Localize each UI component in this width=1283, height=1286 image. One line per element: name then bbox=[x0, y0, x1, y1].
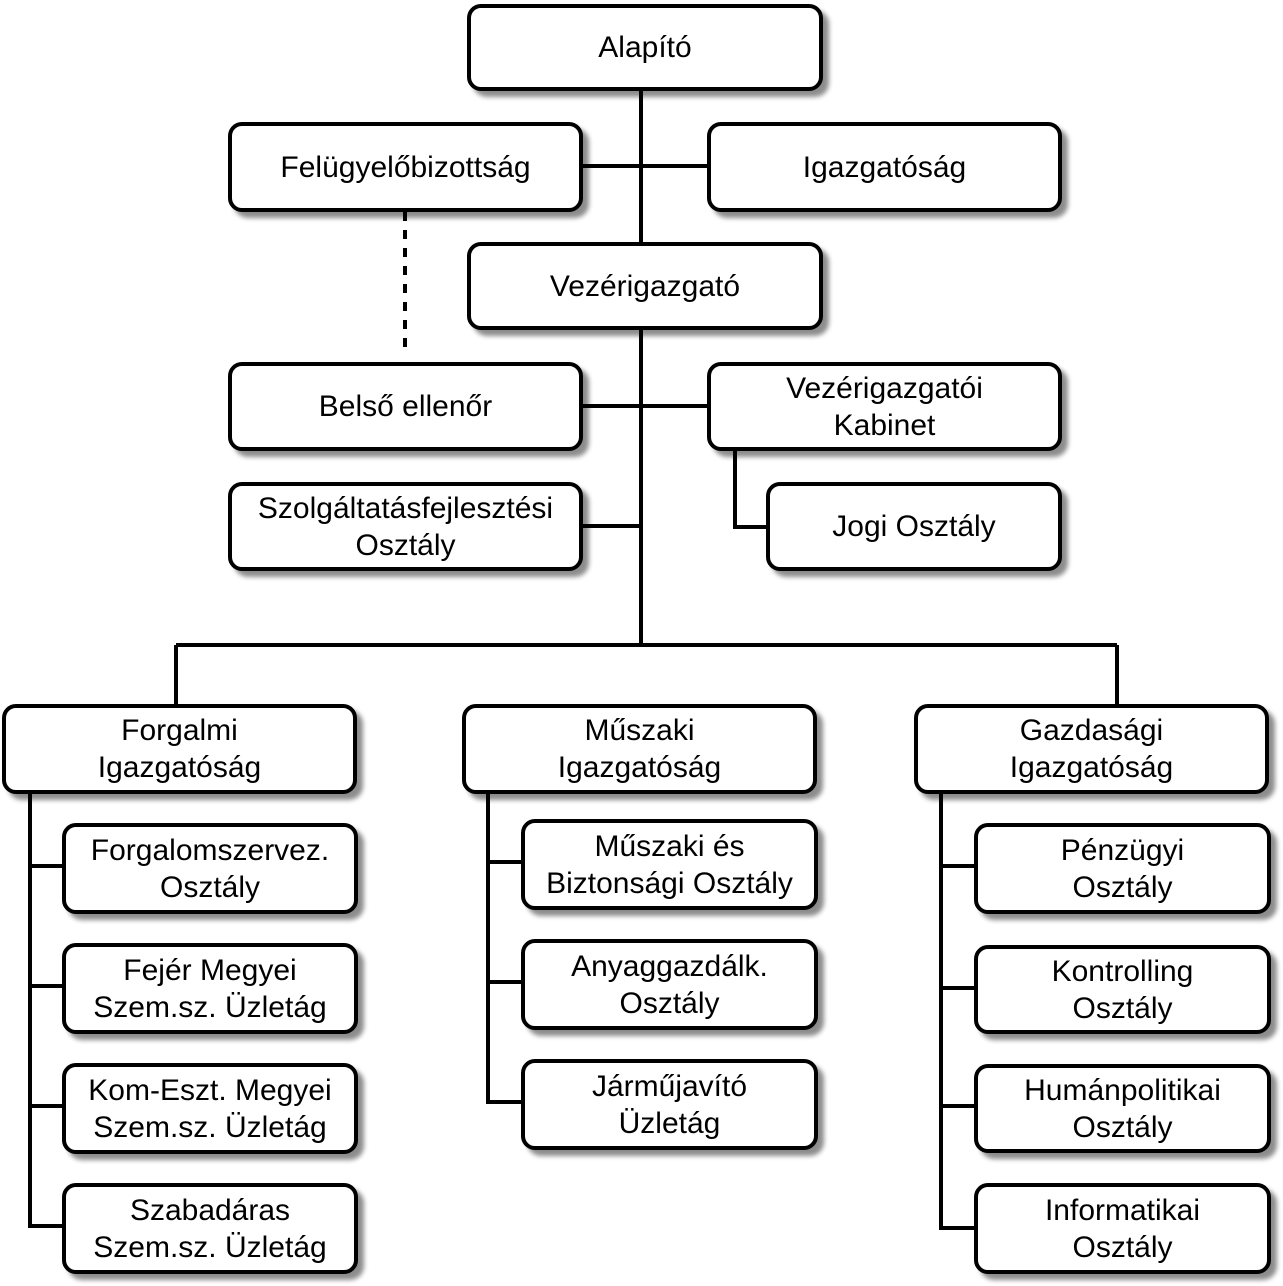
node-vezerigazgato[interactable]: Vezérigazgató bbox=[467, 242, 823, 330]
node-belso-ellenor[interactable]: Belső ellenőr bbox=[228, 362, 583, 451]
node-penzugyi-osztaly-line1: Pénzügyi bbox=[1060, 833, 1185, 867]
node-jogi-osztaly[interactable]: Jogi Osztály bbox=[766, 482, 1062, 571]
node-kontrolling-osztaly-line2: Osztály bbox=[1072, 991, 1173, 1025]
node-kontrolling-osztaly[interactable]: Kontrolling Osztály bbox=[974, 945, 1271, 1034]
link-kabinet-jogi bbox=[733, 450, 767, 529]
node-alapito[interactable]: Alapító bbox=[467, 4, 823, 91]
node-penzugyi-osztaly[interactable]: Pénzügyi Osztály bbox=[974, 823, 1271, 914]
node-szabadaras-uzletag-line2: Szem.sz. Üzletág bbox=[93, 1230, 327, 1264]
node-szolgaltatasfejlesztesi-osztaly-line2: Osztály bbox=[355, 528, 456, 562]
node-jogi-osztaly-line1: Jogi Osztály bbox=[832, 510, 996, 543]
node-igazgatosag[interactable]: Igazgatóság bbox=[707, 122, 1062, 212]
node-felugyelobizottsag[interactable]: Felügyelőbizottság bbox=[228, 122, 583, 212]
node-informatikai-osztaly-line1: Informatikai bbox=[1044, 1193, 1201, 1227]
node-szolgaltatasfejlesztesi-osztaly-line1: Szolgáltatásfejlesztési bbox=[257, 491, 554, 525]
node-szabadaras-uzletag[interactable]: Szabadáras Szem.sz. Üzletág bbox=[62, 1183, 358, 1274]
node-jarmujavito-uzletag-line2: Üzletág bbox=[618, 1106, 721, 1140]
node-muszaki-biztonsagi-osztaly-line2: Biztonsági Osztály bbox=[546, 866, 793, 900]
node-informatikai-osztaly[interactable]: Informatikai Osztály bbox=[974, 1183, 1271, 1274]
node-penzugyi-osztaly-line2: Osztály bbox=[1072, 870, 1173, 904]
node-jarmujavito-uzletag[interactable]: Járműjavító Üzletág bbox=[521, 1059, 818, 1150]
node-informatikai-osztaly-line2: Osztály bbox=[1072, 1230, 1173, 1264]
node-gazdasagi-igazgatosag-line1: Gazdasági bbox=[1019, 714, 1164, 747]
node-jarmujavito-uzletag-line1: Járműjavító bbox=[591, 1069, 748, 1103]
node-humanpolitikai-osztaly[interactable]: Humánpolitikai Osztály bbox=[974, 1064, 1271, 1153]
node-fejer-megyei-uzletag[interactable]: Fejér Megyei Szem.sz. Üzletág bbox=[62, 943, 358, 1034]
node-kom-eszt-megyei-uzletag-line2: Szem.sz. Üzletág bbox=[93, 1110, 327, 1144]
node-forgalmi-igazgatosag-line1: Forgalmi bbox=[121, 714, 238, 747]
node-forgalomszervez-osztaly-line1: Forgalomszervez. bbox=[90, 833, 330, 867]
node-kom-eszt-megyei-uzletag-line1: Kom-Eszt. Megyei bbox=[88, 1073, 332, 1107]
node-muszaki-igazgatosag[interactable]: Műszaki Igazgatóság bbox=[462, 704, 817, 794]
node-muszaki-biztonsagi-osztaly[interactable]: Műszaki és Biztonsági Osztály bbox=[521, 819, 818, 910]
node-szabadaras-uzletag-line1: Szabadáras bbox=[129, 1193, 291, 1227]
node-kom-eszt-megyei-uzletag[interactable]: Kom-Eszt. Megyei Szem.sz. Üzletág bbox=[62, 1063, 358, 1154]
node-vezerigazgatoi-kabinet-line2: Kabinet bbox=[833, 408, 936, 442]
node-forgalomszervez-osztaly[interactable]: Forgalomszervez. Osztály bbox=[62, 823, 358, 914]
node-fejer-megyei-uzletag-line1: Fejér Megyei bbox=[123, 953, 297, 987]
node-anyaggazdalk-osztaly-line2: Osztály bbox=[619, 986, 720, 1020]
node-vezerigazgatoi-kabinet[interactable]: Vezérigazgatói Kabinet bbox=[707, 362, 1062, 451]
node-fejer-megyei-uzletag-line2: Szem.sz. Üzletág bbox=[93, 990, 327, 1024]
node-gazdasagi-igazgatosag[interactable]: Gazdasági Igazgatóság bbox=[914, 704, 1269, 794]
node-vezerigazgatoi-kabinet-line1: Vezérigazgatói bbox=[786, 371, 983, 405]
node-kontrolling-osztaly-line1: Kontrolling bbox=[1051, 954, 1194, 988]
node-forgalmi-igazgatosag-line2: Igazgatóság bbox=[97, 751, 262, 784]
node-forgalomszervez-osztaly-line2: Osztály bbox=[159, 870, 261, 904]
node-forgalmi-igazgatosag[interactable]: Forgalmi Igazgatóság bbox=[2, 704, 357, 794]
node-anyaggazdalk-osztaly[interactable]: Anyaggazdálk. Osztály bbox=[521, 939, 818, 1030]
node-szolgaltatasfejlesztesi-osztaly[interactable]: Szolgáltatásfejlesztési Osztály bbox=[228, 482, 583, 571]
node-igazgatosag-line1: Igazgatóság bbox=[802, 150, 967, 184]
node-humanpolitikai-osztaly-line1: Humánpolitikai bbox=[1024, 1073, 1221, 1107]
node-felugyelobizottsag-line1: Felügyelőbizottság bbox=[280, 150, 531, 184]
node-vezerigazgato-line1: Vezérigazgató bbox=[549, 269, 741, 303]
node-muszaki-igazgatosag-line1: Műszaki bbox=[584, 714, 695, 747]
node-anyaggazdalk-osztaly-line1: Anyaggazdálk. bbox=[571, 949, 768, 983]
node-alapito-line1: Alapító bbox=[598, 31, 692, 64]
node-muszaki-biztonsagi-osztaly-line1: Műszaki és bbox=[594, 829, 745, 863]
node-gazdasagi-igazgatosag-line2: Igazgatóság bbox=[1009, 751, 1174, 784]
node-belso-ellenor-line1: Belső ellenőr bbox=[318, 390, 493, 423]
node-humanpolitikai-osztaly-line2: Osztály bbox=[1072, 1110, 1173, 1144]
node-muszaki-igazgatosag-line2: Igazgatóság bbox=[557, 751, 722, 784]
